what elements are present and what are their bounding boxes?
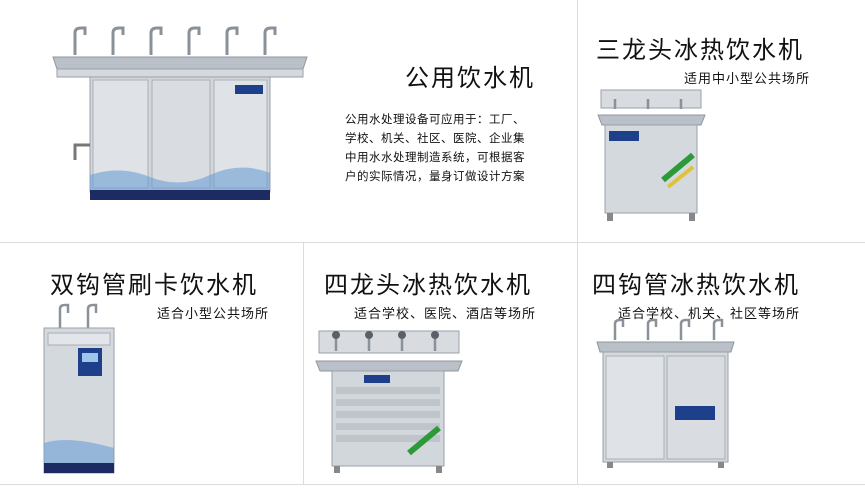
description-line: 学校、机关、社区、医院、企业集: [345, 131, 525, 145]
product-subtitle: 适用中小型公共场所: [684, 72, 811, 87]
product-title: 四钩管冰热饮水机: [592, 271, 800, 299]
product-card-four-tap[interactable]: 四龙头冰热饮水机 适合学校、医院、酒店等场所: [304, 243, 577, 484]
four-tap-fountain-image: [315, 330, 463, 473]
product-card-four-hook[interactable]: 四钩管冰热饮水机 适合学校、机关、社区等场所: [578, 243, 865, 484]
grid-divider-v3: [577, 242, 578, 484]
product-subtitle: 适合小型公共场所: [157, 307, 270, 322]
product-title: 三龙头冰热饮水机: [596, 36, 804, 64]
grid-divider-h: [0, 242, 865, 243]
three-tap-fountain-image: [597, 89, 706, 221]
description-line: 户的实际情况，量身订做设计方案: [345, 169, 525, 183]
grid-divider-v1: [577, 0, 578, 242]
description-line: 公用水处理设备可应用于：工厂、: [345, 112, 525, 126]
product-card-three-tap[interactable]: 三龙头冰热饮水机 适用中小型公共场所: [578, 0, 865, 242]
product-title: 双钩管刷卡饮水机: [50, 271, 258, 299]
public-fountain-image: [52, 26, 308, 200]
product-card-public[interactable]: 公用饮水机 公用水处理设备可应用于：工厂、 学校、机关、社区、医院、企业集 中用…: [0, 0, 577, 242]
product-subtitle: 适合学校、医院、酒店等场所: [354, 307, 537, 322]
four-hook-fountain-image: [596, 318, 735, 468]
product-description: 公用水处理设备可应用于：工厂、 学校、机关、社区、医院、企业集 中用水水处理制造…: [345, 110, 565, 186]
grid-divider-bottom: [0, 484, 865, 485]
grid-divider-v2: [303, 242, 304, 484]
product-subtitle: 适合学校、机关、社区等场所: [618, 307, 801, 322]
product-card-dual-card[interactable]: 双钩管刷卡饮水机 适合小型公共场所: [0, 243, 303, 484]
product-title: 公用饮水机: [405, 64, 535, 92]
product-title: 四龙头冰热饮水机: [324, 271, 532, 299]
dual-card-fountain-image: [43, 303, 115, 474]
description-line: 中用水水处理制造系统，可根据客: [345, 150, 525, 164]
